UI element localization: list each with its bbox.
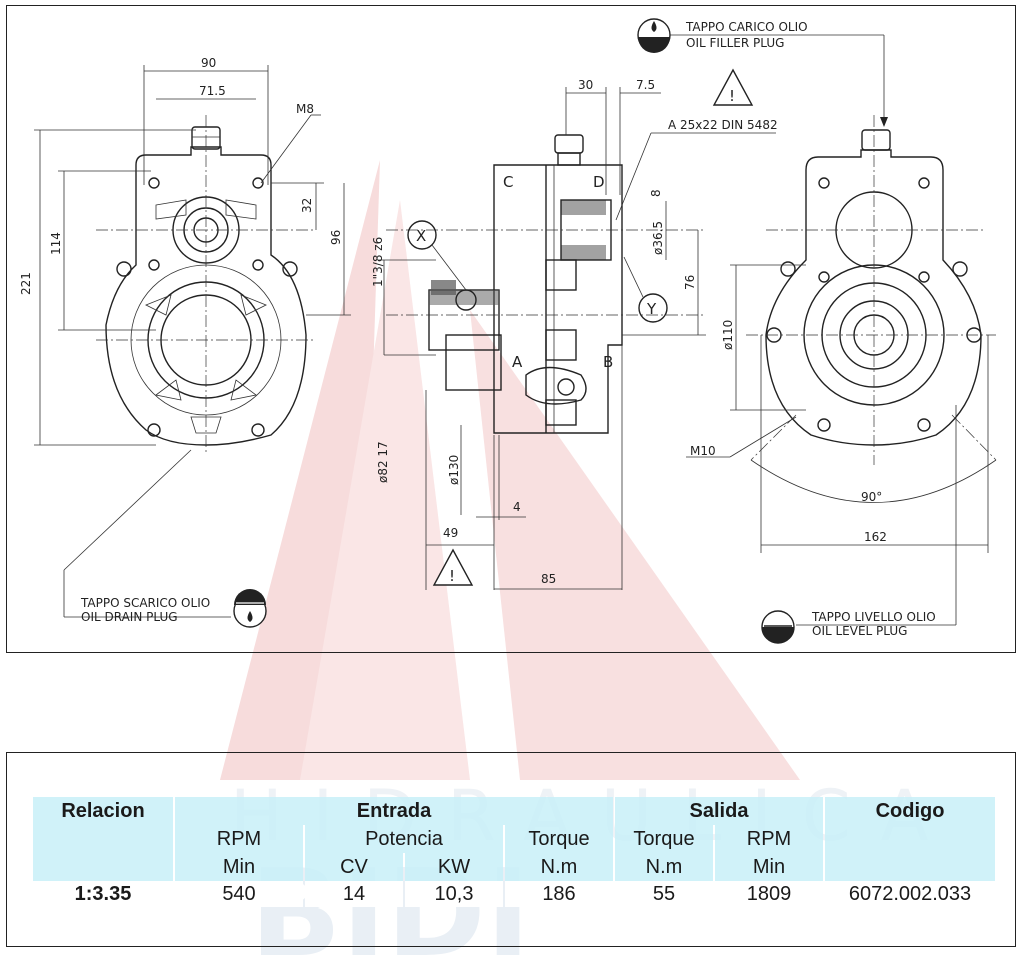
spec-table: Relacion Entrada Salida Codigo RPM Poten… — [31, 797, 997, 907]
spec-table-frame — [6, 752, 1016, 947]
dim-36-5: ø36.5 — [651, 221, 665, 255]
drain-label-en: OIL DRAIN PLUG — [81, 610, 178, 624]
dim-76: 76 — [683, 275, 697, 290]
table-header-row: Relacion Entrada Salida Codigo — [33, 797, 995, 825]
oil-level-note: TAPPO LIVELLO OLIO OIL LEVEL PLUG — [761, 405, 957, 644]
dim-32: 32 — [300, 198, 314, 213]
unit-min: Min — [175, 853, 303, 881]
dim-85: 85 — [541, 572, 556, 586]
svg-text:!: ! — [729, 87, 735, 105]
filler-label-en: OIL FILLER PLUG — [686, 36, 784, 50]
marker-b: B — [603, 353, 613, 371]
technical-drawing: 90 71.5 M8 221 114 32 96 TAPPO SCARICO O… — [19, 18, 997, 644]
oil-drain-note: TAPPO SCARICO OLIO OIL DRAIN PLUG — [63, 449, 267, 628]
dim-221: 221 — [19, 272, 33, 295]
sub-potencia: Potencia — [305, 825, 503, 853]
dim-49: 49 — [443, 526, 458, 540]
col-salida: Salida — [615, 797, 823, 825]
cell-relacion: 1:3.35 — [33, 881, 173, 907]
cell-kw: 10,3 — [405, 881, 503, 907]
table-subheader-row: RPM Potencia Torque Torque RPM — [33, 825, 995, 853]
drain-label-it: TAPPO SCARICO OLIO — [80, 596, 210, 610]
cell-rpm-out: 1809 — [715, 881, 823, 907]
oil-level-icon — [761, 610, 795, 644]
thread-label: 1"3/8 z6 — [371, 237, 385, 287]
angle-90: 90° — [861, 490, 882, 504]
marker-d: D — [593, 173, 605, 191]
right-flange-view: ø110 M10 90° 162 — [686, 115, 997, 553]
side-section-view: C D A B X Y 30 7.5 A 25x22 DIN 5482 8 ø3… — [371, 78, 778, 590]
dim-8: 8 — [649, 189, 663, 197]
dim-4: 4 — [513, 500, 521, 514]
drawing-frame — [6, 5, 1016, 653]
unit-kw: KW — [405, 853, 503, 881]
dim-130: ø130 — [447, 455, 461, 485]
oil-filler-note: TAPPO CARICO OLIO OIL FILLER PLUG — [637, 18, 888, 127]
svg-text:!: ! — [449, 567, 455, 585]
unit-nm-in: N.m — [505, 853, 613, 881]
cell-rpm: 540 — [175, 881, 303, 907]
filler-label-it: TAPPO CARICO OLIO — [685, 20, 808, 34]
dim-90: 90 — [201, 56, 216, 70]
level-label-it: TAPPO LIVELLO OLIO — [811, 610, 936, 624]
spline-label: A 25x22 DIN 5482 — [668, 118, 778, 132]
dim-110: ø110 — [721, 320, 735, 350]
unit-nm-out: N.m — [615, 853, 713, 881]
sub-torque-out: Torque — [615, 825, 713, 853]
dim-71-5: 71.5 — [199, 84, 226, 98]
label-m8: M8 — [296, 102, 314, 116]
table-units-row: Min CV KW N.m N.m Min — [33, 853, 995, 881]
unit-cv: CV — [305, 853, 403, 881]
warning-icon: ! — [432, 548, 474, 586]
sub-rpm-out: RPM — [715, 825, 823, 853]
label-m10: M10 — [690, 444, 716, 458]
level-label-en: OIL LEVEL PLUG — [812, 624, 907, 638]
dim-114: 114 — [49, 232, 63, 255]
cell-torque-out: 55 — [615, 881, 713, 907]
dim-30: 30 — [578, 78, 593, 92]
cell-torque-in: 186 — [505, 881, 613, 907]
warning-icon: ! — [712, 68, 754, 106]
dim-96: 96 — [329, 230, 343, 245]
marker-a: A — [512, 353, 523, 371]
dim-7-5: 7.5 — [636, 78, 655, 92]
col-relacion: Relacion — [33, 797, 173, 825]
unit-min-out: Min — [715, 853, 823, 881]
cell-codigo: 6072.002.033 — [825, 881, 995, 907]
col-entrada: Entrada — [175, 797, 613, 825]
marker-x: X — [416, 227, 426, 245]
sub-rpm: RPM — [175, 825, 303, 853]
oil-drop-icon — [233, 589, 267, 628]
col-codigo: Codigo — [825, 797, 995, 825]
oil-drop-icon — [637, 18, 671, 53]
left-flange-view: 90 71.5 M8 221 114 32 96 — [19, 56, 351, 455]
marker-c: C — [503, 173, 513, 191]
cell-cv: 14 — [305, 881, 403, 907]
dim-82: ø82 17 — [376, 441, 390, 483]
table-row: 1:3.35 540 14 10,3 186 55 1809 6072.002.… — [33, 881, 995, 907]
marker-y: Y — [646, 300, 657, 318]
sub-torque-in: Torque — [505, 825, 613, 853]
dim-162: 162 — [864, 530, 887, 544]
